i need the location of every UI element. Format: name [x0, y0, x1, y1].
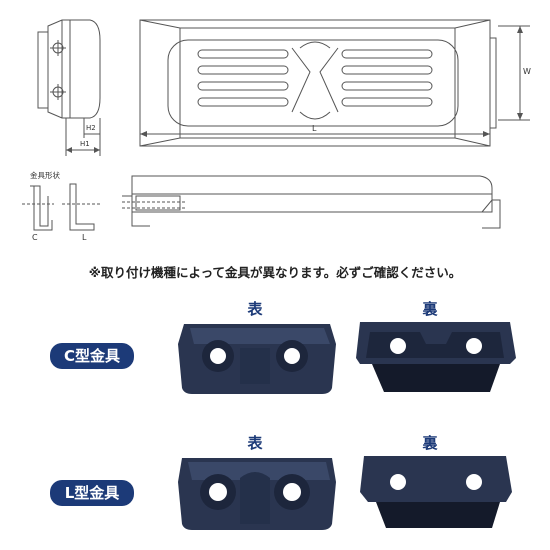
section-profile-drawing: [122, 175, 501, 229]
l-back-label: 裏: [422, 434, 438, 452]
fitting-shape-c-drawing: [22, 185, 54, 231]
l-fitting-back-photo: [360, 456, 512, 528]
l-type-badge: L型金具: [50, 480, 134, 506]
c-type-badge: C型金具: [50, 343, 134, 369]
top-view-drawing: [139, 19, 530, 147]
type-l-label: L: [82, 233, 87, 240]
notice-text: ※取り付け機種によって金具が異なります。必ずご確認ください。: [88, 265, 462, 280]
dim-w-label: W: [523, 67, 531, 76]
dim-h2-label: H2: [86, 124, 96, 132]
l-fitting-front-photo: [178, 458, 336, 530]
side-view-drawing: [37, 19, 101, 156]
type-c-label: C: [32, 233, 38, 240]
technical-drawing: W L H1 H2 金具形状 C L: [22, 19, 531, 240]
fitting-shape-l-drawing: [62, 183, 100, 231]
fitting-shape-label: 金具形状: [30, 170, 60, 180]
c-back-label: 裏: [422, 300, 438, 318]
l-front-label: 表: [247, 434, 263, 452]
c-fitting-front-photo: [178, 324, 336, 394]
c-fitting-back-photo: [356, 322, 516, 392]
dim-l-label: L: [312, 124, 317, 133]
dim-h1-label: H1: [80, 140, 90, 148]
c-front-label: 表: [247, 300, 263, 318]
